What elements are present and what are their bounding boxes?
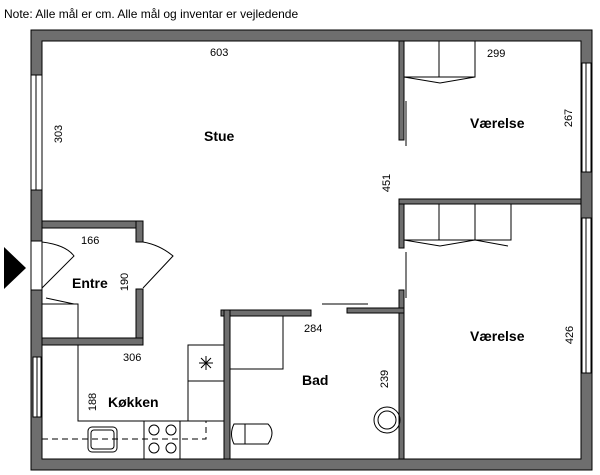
entrance-door-opening xyxy=(30,240,43,291)
kitchen-dashed-line xyxy=(42,421,207,440)
wall-entre-top xyxy=(41,220,144,229)
toilet xyxy=(231,423,273,445)
dim-vaerelse-top-width: 299 xyxy=(487,48,506,60)
dim-bad-height: 239 xyxy=(379,369,392,389)
entre-closet xyxy=(41,303,79,339)
door-entre-stue xyxy=(142,241,174,289)
room-label-stue: Stue xyxy=(204,128,235,144)
dim-entre-width: 166 xyxy=(81,235,100,247)
room-label-vaerelse-bottom: Værelse xyxy=(470,328,525,344)
wall-bad-top-right xyxy=(346,307,405,314)
dim-bad-width: 284 xyxy=(304,323,323,335)
door-entrance xyxy=(41,241,75,289)
dim-stue-width: 603 xyxy=(210,47,229,59)
wall-entre-right-b xyxy=(135,288,144,346)
dim-hall-length: 451 xyxy=(381,173,394,193)
dim-stue-height: 303 xyxy=(53,124,66,144)
entrance-arrow-icon xyxy=(4,247,26,289)
dim-koekken-height: 188 xyxy=(87,392,100,412)
wall-vaerelse-split-h xyxy=(398,198,582,205)
room-label-vaerelse-top: Værelse xyxy=(470,115,525,131)
room-label-entre: Entre xyxy=(72,275,108,291)
sink xyxy=(87,426,118,453)
room-label-bad: Bad xyxy=(302,372,329,388)
wardrobe-vaerelse-bottom xyxy=(403,203,512,241)
wall-entre-bottom xyxy=(41,337,144,346)
dim-entre-height: 190 xyxy=(119,272,132,292)
washbasin xyxy=(373,406,401,434)
wall-vaerelse-bottom-v xyxy=(398,289,405,460)
dim-vaerelse-top-height: 267 xyxy=(563,108,576,128)
stove xyxy=(143,420,181,460)
room-label-koekken: Køkken xyxy=(108,394,159,410)
wall-bad-left xyxy=(223,309,231,460)
ventilation-icon xyxy=(199,356,213,370)
wall-stue-vaerelse xyxy=(398,40,405,141)
dim-koekken-width: 306 xyxy=(123,352,142,364)
dim-vaerelse-bottom-height: 426 xyxy=(564,325,577,345)
wall-vaerelse-split-v xyxy=(398,198,405,249)
shower xyxy=(229,315,284,370)
note-text: Note: Alle mål er cm. Alle mål og invent… xyxy=(4,7,299,21)
wall-entre-right-a xyxy=(135,220,144,243)
wall-bad-top xyxy=(220,309,312,317)
